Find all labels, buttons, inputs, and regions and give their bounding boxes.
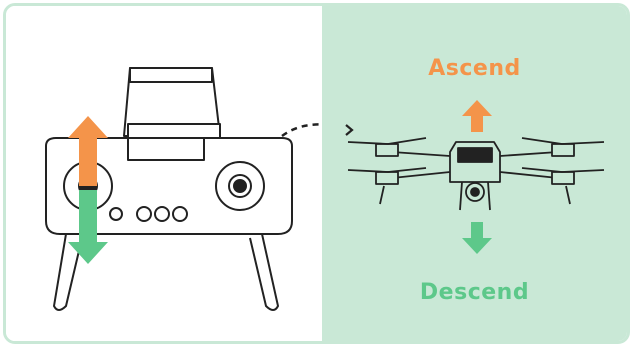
descend-label: Descend	[419, 280, 530, 305]
drone-down-arrow-icon	[462, 222, 492, 254]
up-arrow-icon	[68, 116, 108, 186]
drone-up-arrow-icon	[462, 100, 492, 132]
illustration-frame: Ascend Descend	[3, 3, 630, 344]
down-arrow-icon	[68, 190, 108, 264]
ascend-label: Ascend	[428, 56, 521, 81]
drone-panel: Ascend Descend	[322, 6, 627, 341]
remote-controller-icon	[45, 67, 322, 311]
quadcopter-drone-icon	[345, 100, 605, 254]
controller-panel	[6, 6, 322, 341]
dashed-curved-arrow-icon	[281, 123, 322, 138]
